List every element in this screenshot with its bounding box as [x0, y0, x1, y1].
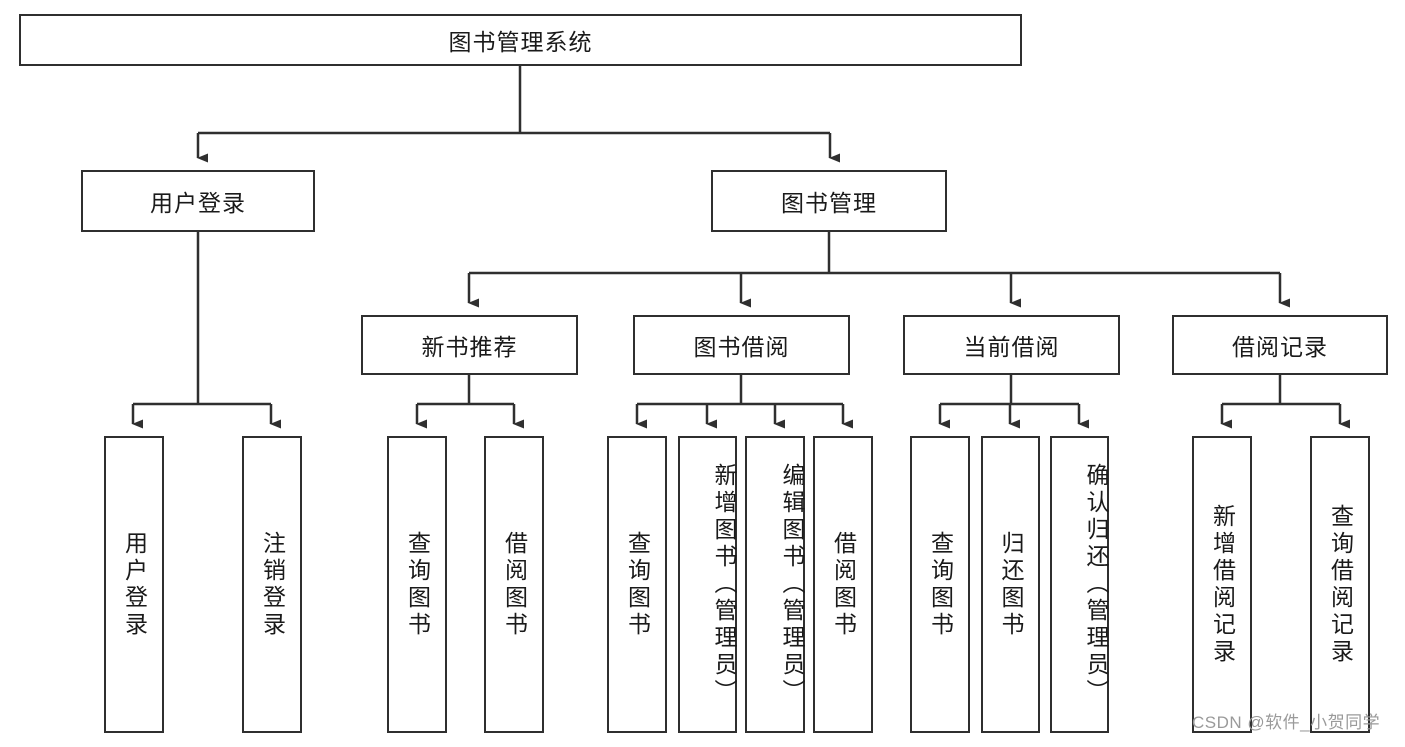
node-current-borrow[interactable]: 当前借阅: [903, 315, 1120, 375]
leaf-book-borrow-edit-book-admin[interactable]: 编辑图书（管理员）: [745, 436, 805, 733]
node-book-management[interactable]: 图书管理: [711, 170, 947, 232]
leaf-current-borrow-confirm-return-admin[interactable]: 确认归还（管理员）: [1050, 436, 1109, 733]
leaf-user-login-login[interactable]: 用户登录: [104, 436, 164, 733]
node-new-book-recommend[interactable]: 新书推荐: [361, 315, 578, 375]
leaf-borrow-record-add-record[interactable]: 新增借阅记录: [1192, 436, 1252, 733]
leaf-book-borrow-borrow-book[interactable]: 借阅图书: [813, 436, 873, 733]
leaf-new-book-query-book[interactable]: 查询图书: [387, 436, 447, 733]
leaf-book-borrow-add-book-admin[interactable]: 新增图书（管理员）: [678, 436, 737, 733]
node-borrow-record[interactable]: 借阅记录: [1172, 315, 1388, 375]
leaf-current-borrow-return-book[interactable]: 归还图书: [981, 436, 1040, 733]
node-user-login[interactable]: 用户登录: [81, 170, 315, 232]
leaf-book-borrow-query-book[interactable]: 查询图书: [607, 436, 667, 733]
leaf-user-login-logout[interactable]: 注销登录: [242, 436, 302, 733]
node-book-borrow[interactable]: 图书借阅: [633, 315, 850, 375]
csdn-watermark: CSDN @软件_小贺同学: [1192, 713, 1381, 732]
leaf-current-borrow-query-book[interactable]: 查询图书: [910, 436, 970, 733]
leaf-borrow-record-query-record[interactable]: 查询借阅记录: [1310, 436, 1370, 733]
leaf-new-book-borrow-book[interactable]: 借阅图书: [484, 436, 544, 733]
node-root-book-management-system[interactable]: 图书管理系统: [19, 14, 1022, 66]
